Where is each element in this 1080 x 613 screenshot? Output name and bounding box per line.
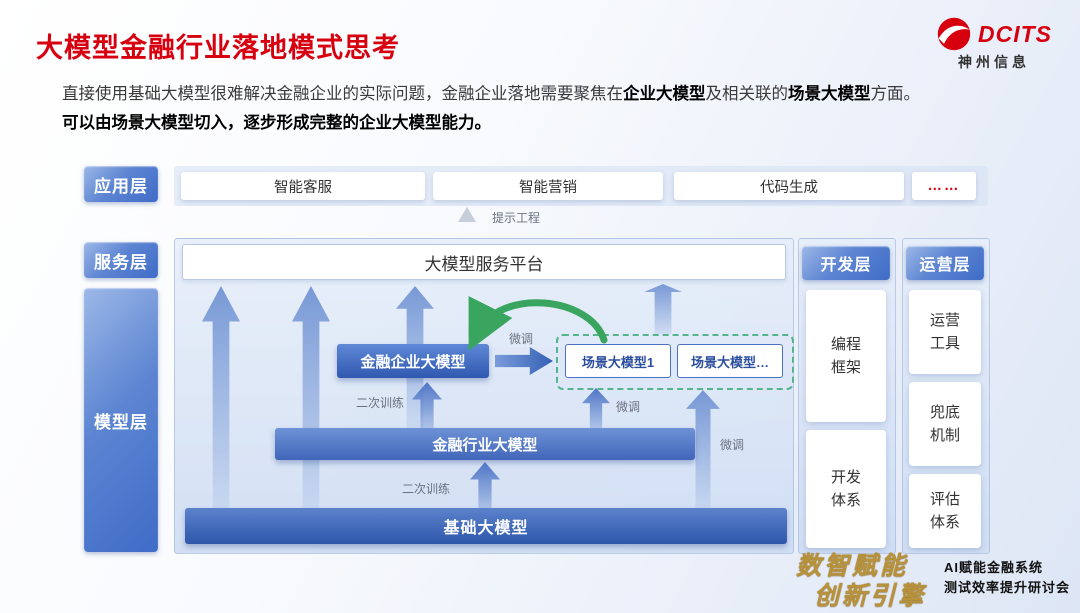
logo-company-text: 神州信息 (958, 54, 1030, 70)
badge-ops-layer: 运营层 (906, 246, 984, 280)
retrain-label: 二次训练 (402, 482, 451, 496)
industry-model-bar: 金融行业大模型 (275, 428, 695, 460)
footer-event-line2: 测试效率提升研讨会 (944, 580, 1071, 595)
scenario-model-1-box: 场景大模型1 (565, 344, 671, 378)
prompt-up-arrow-icon (458, 207, 476, 222)
finetune-label: 微调 (720, 438, 745, 452)
logo-brand-text: DCITS (978, 20, 1052, 47)
badge-dev-layer: 开发层 (802, 246, 890, 280)
app-item-more: …… (912, 172, 976, 200)
badge-model-layer: 模型层 (84, 288, 158, 552)
enterprise-model-box: 金融企业大模型 (337, 344, 489, 378)
logo: DCITS 神州信息 (936, 16, 1052, 72)
ops-item-evaluation-system: 评估体系 (909, 474, 981, 548)
intro-bold-enterprise: 企业大模型 (623, 85, 706, 103)
intro-bold-scenario: 场景大模型 (788, 85, 871, 103)
intro-text-2: 及相关联的 (705, 85, 789, 103)
scenario-model-more-box: 场景大模型… (677, 344, 783, 378)
app-item-customer-service: 智能客服 (181, 172, 425, 200)
app-item-code-gen: 代码生成 (674, 172, 904, 200)
ops-item-fallback-mechanism: 兜底机制 (909, 382, 981, 466)
finetune-label: 微调 (509, 332, 534, 346)
footer-event-line1: AI赋能金融系统 (944, 560, 1044, 575)
footer-slogan-line2: 创新引擎 (814, 582, 927, 610)
dev-item-dev-system: 开发体系 (806, 430, 886, 548)
prompt-engineering-label: 提示工程 (492, 211, 541, 225)
service-platform-box: 大模型服务平台 (182, 244, 786, 280)
logo-swoosh-icon (936, 16, 972, 52)
base-model-bar: 基础大模型 (185, 508, 787, 544)
app-item-marketing: 智能营销 (433, 172, 663, 200)
ops-item-label: 兜底机制 (929, 403, 960, 444)
dev-item-label: 开发体系 (830, 468, 861, 509)
dev-item-label: 编程框架 (830, 335, 861, 376)
footer-slogan-line1: 数智赋能 (796, 552, 909, 580)
intro-paragraph: 直接使用基础大模型很难解决金融企业的实际问题，金融企业落地需要聚焦在企业大模型及… (62, 80, 1014, 138)
scenario-group-dashed-box (556, 334, 794, 390)
badge-app-layer: 应用层 (84, 166, 158, 202)
ops-item-operation-tools: 运营工具 (909, 290, 981, 374)
ops-item-label: 评估体系 (929, 490, 960, 531)
intro-text-3: 方面。 (870, 85, 921, 103)
dev-item-programming-framework: 编程框架 (806, 290, 886, 422)
retrain-label: 二次训练 (356, 396, 405, 410)
finetune-curve-arrow-icon (438, 288, 613, 351)
intro-line-2: 可以由场景大模型切入，逐步形成完整的企业大模型能力。 (62, 113, 491, 132)
finetune-label: 微调 (616, 400, 641, 414)
ops-item-label: 运营工具 (929, 311, 960, 352)
page-title: 大模型金融行业落地模式思考 (36, 33, 400, 63)
badge-service-layer: 服务层 (84, 242, 158, 278)
intro-text-1: 直接使用基础大模型很难解决金融企业的实际问题，金融企业落地需要聚焦在 (62, 85, 623, 103)
